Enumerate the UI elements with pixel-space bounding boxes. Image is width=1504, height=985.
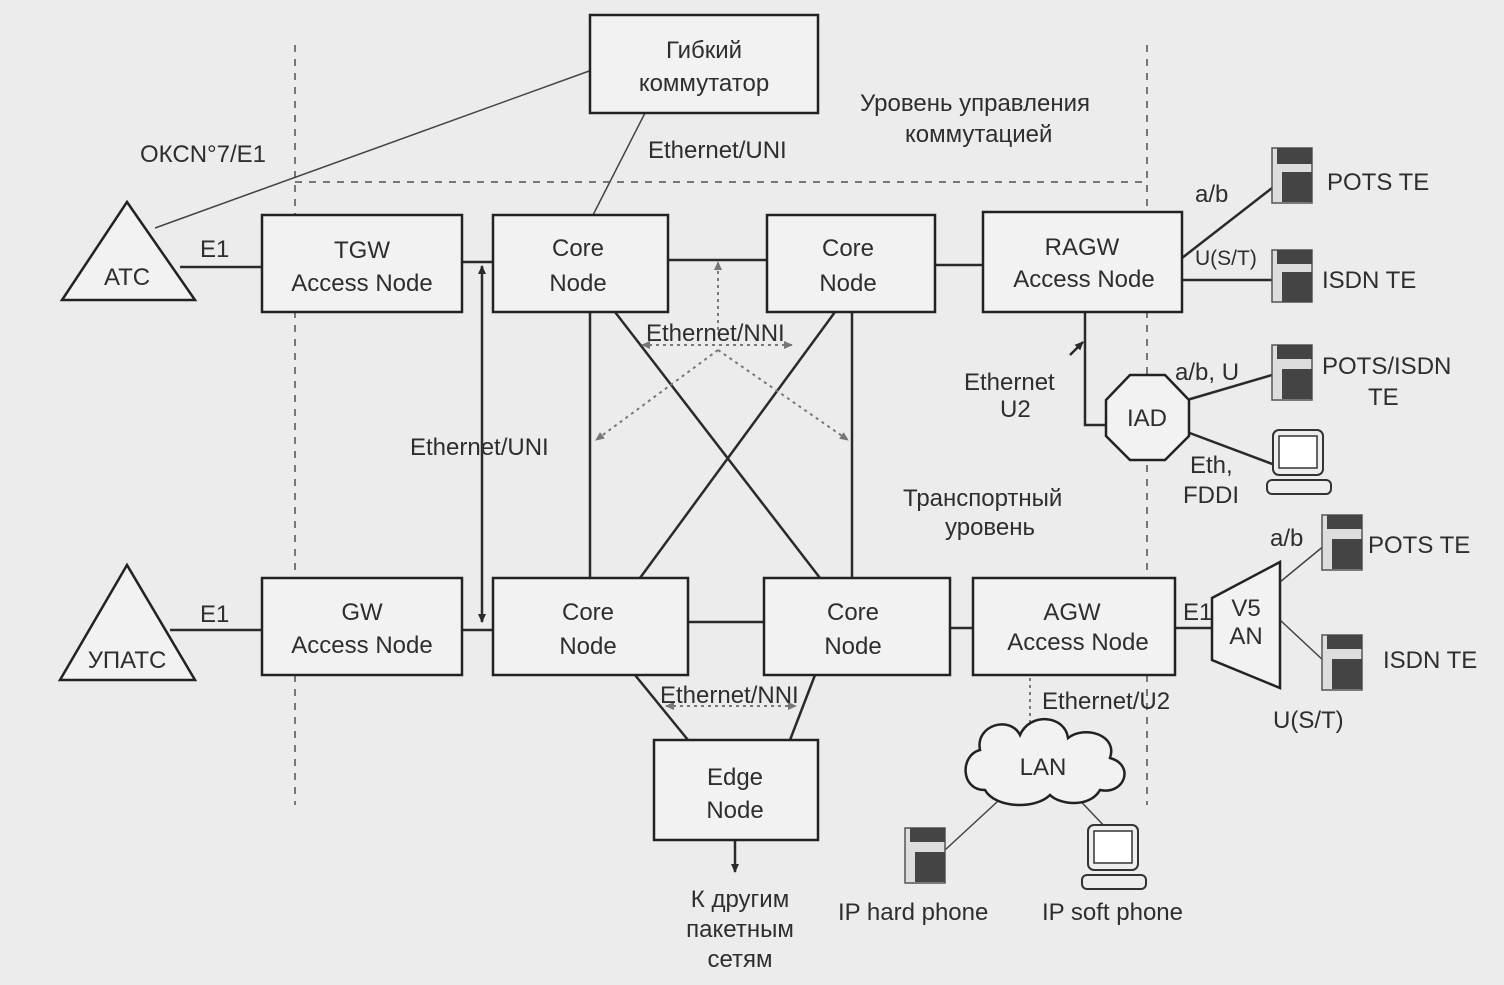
nodes-gw-line1-label: GW [341,599,383,626]
nodes-tgw-line2-label: Access Node [291,270,432,297]
terminals-isdn-te-1-label: ISDN TE [1322,267,1416,294]
nodes-ragw-line1-label: RAGW [1045,234,1120,261]
nodes-core1-line2-label: Node [549,270,606,297]
ip-soft-phone-laptop-icon [1081,824,1147,890]
gw-access-node: GW Access Node [260,576,464,677]
core-node-3: Core Node [491,576,690,677]
phone-icon [1271,147,1313,204]
links-abu-label: a/b, U [1175,359,1239,386]
links-eth-u2-line2-label: U2 [1000,396,1031,423]
core-node-1: Core Node [491,213,670,314]
laptop-icon [1266,429,1332,495]
nodes-lan-label: LAN [1020,754,1067,781]
connections [154,69,1326,873]
links-ab-v5-label: a/b [1270,525,1303,552]
layers-control-line2-label: коммутацией [905,121,1052,148]
nodes-iad-label: IAD [1127,405,1167,432]
upats-node: УПАТС [57,562,198,682]
nodes-core4-line1-label: Core [827,599,879,626]
nodes-atc-label: АТС [104,264,150,291]
v5-an-node: V5 AN [1210,559,1282,690]
phone-icon [1321,514,1363,571]
transport-layer-label: Транспортный [903,485,1062,512]
ip-hard-phone-icon [904,827,946,884]
links-ust-v5-label: U(S/T) [1273,707,1344,734]
labels: ОКСN°7/E1 Ethernet/UNI Уровень управлени… [140,90,1477,973]
links-eth-u2-lan-label: Ethernet/U2 [1042,688,1170,715]
atc-node: АТС [59,199,198,302]
nodes-core3-line2-label: Node [559,633,616,660]
nodes-tgw-line1-label: TGW [334,237,390,264]
core-node-4: Core Node [762,576,952,677]
terminals-pots-isdn-line2-label: TE [1368,384,1399,411]
agw-access-node: AGW Access Node [971,576,1177,677]
nodes-v5-line2-label: AN [1229,623,1262,650]
ragw-access-node: RAGW Access Node [981,210,1184,314]
terminals-pots-te-2-label: POTS TE [1368,532,1470,559]
nodes-ragw-line2-label: Access Node [1013,266,1154,293]
links-eth-u2-line1-label: Ethernet [964,369,1055,396]
links-ab-pots-label: a/b [1195,181,1228,208]
nodes-core4-line2-label: Node [824,633,881,660]
other-networks-line1-label: К другим [691,886,789,913]
nodes-core3-line1-label: Core [562,599,614,626]
nodes-edge-line2-label: Node [706,797,763,824]
core-node-2: Core Node [765,213,937,314]
nodes-core1-line1-label: Core [552,235,604,262]
edge-node: Edge Node [652,738,820,842]
nodes-agw-line2-label: Access Node [1007,629,1148,656]
layers-transport-line2-label: уровень [945,514,1035,541]
links-e1-agw-label: E1 [1183,599,1212,626]
nodes-v5-line1-label: V5 [1231,595,1260,622]
phone-icon [1321,634,1363,691]
nodes-core2-line2-label: Node [819,270,876,297]
links-eth-fddi-line1-label: Eth, [1190,452,1233,479]
lan-cloud: LAN [964,718,1126,807]
nodes-core2-line1-label: Core [822,235,874,262]
nodes-edge-line1-label: Edge [707,764,763,791]
softswitch-line2-label: коммутатор [639,70,769,97]
nodes-agw-line1-label: AGW [1043,599,1101,626]
control-layer-label: Уровень управления [860,90,1090,117]
links-eth-nni-top-label: Ethernet/NNI [646,320,785,347]
links-eth-nni-bottom-label: Ethernet/NNI [660,682,799,709]
okc7-label: ОКСN°7/E1 [140,141,266,168]
nodes-upats-label: УПАТС [88,647,167,674]
other-networks-line2-label: пакетным [686,916,794,943]
phone-icon [1271,249,1313,303]
terminals-pots-isdn-line1-label: POTS/ISDN [1322,353,1451,380]
softswitch-line1-label: Гибкий [666,37,742,64]
iad-node: IAD [1104,373,1191,462]
nodes-gw-line2-label: Access Node [291,632,432,659]
terminals-pots-te-1-label: POTS TE [1327,169,1429,196]
softswitch-node: Гибкий коммутатор [588,13,820,115]
terminals-ip-hard-label: IP hard phone [838,899,988,926]
links-e1-upats-label: E1 [200,601,229,628]
links-ust-isdn-label: U(S/T) [1195,247,1257,270]
links-e1-atc-label: E1 [200,236,229,263]
tgw-access-node: TGW Access Node [260,213,464,314]
other-networks-line3-label: сетям [707,946,772,973]
eth-uni-top-label: Ethernet/UNI [648,137,787,164]
terminals-isdn-te-2-label: ISDN TE [1383,647,1477,674]
links-eth-uni-left-label: Ethernet/UNI [410,434,549,461]
phone-icon [1271,344,1313,401]
links-eth-fddi-line2-label: FDDI [1183,482,1239,509]
terminals-ip-soft-label: IP soft phone [1042,899,1183,926]
